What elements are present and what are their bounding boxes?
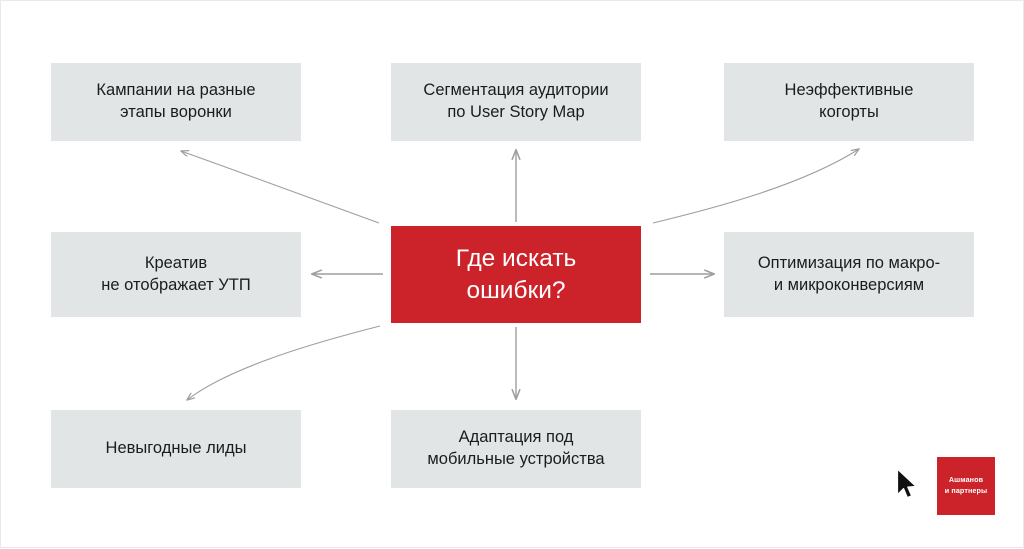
node-label: Сегментация аудитории по User Story Map: [423, 81, 609, 121]
node-label: Неэффективные когорты: [784, 81, 914, 121]
arrow-to-ineffective-cohorts: [652, 149, 859, 224]
node-label: Оптимизация по макро- и микроконверсиям: [757, 253, 941, 294]
node-unprofitable-leads[interactable]: Невыгодные лиды: [51, 410, 301, 488]
central-question-label: Где искать ошибки?: [455, 244, 577, 304]
node-label: Адаптация под мобильные устройства: [427, 428, 605, 468]
company-logo-label: Ашманов и партнеры: [944, 475, 988, 495]
node-creative-no-usp[interactable]: Креатив не отображает УТП: [51, 232, 301, 317]
node-ineffective-cohorts[interactable]: Неэффективные когорты: [724, 63, 974, 141]
node-mobile-adaptation[interactable]: Адаптация под мобильные устройства: [391, 410, 641, 488]
node-central-question[interactable]: Где искать ошибки?: [391, 226, 641, 323]
node-audience-segmentation[interactable]: Сегментация аудитории по User Story Map: [391, 63, 641, 141]
node-label: Креатив не отображает УТП: [101, 253, 251, 294]
mouse-cursor-icon: [896, 468, 917, 499]
arrow-to-unprofitable-leads: [187, 325, 381, 400]
node-macro-micro-conversion-optimization[interactable]: Оптимизация по макро- и микроконверсиям: [724, 232, 974, 317]
node-campaigns-funnel-stages[interactable]: Кампании на разные этапы воронки: [51, 63, 301, 141]
node-label: Кампании на разные этапы воронки: [96, 81, 256, 121]
company-logo-badge[interactable]: Ашманов и партнеры: [937, 457, 995, 515]
node-label: Невыгодные лиды: [105, 439, 247, 458]
arrow-to-campaigns-funnel-stages: [181, 151, 380, 224]
